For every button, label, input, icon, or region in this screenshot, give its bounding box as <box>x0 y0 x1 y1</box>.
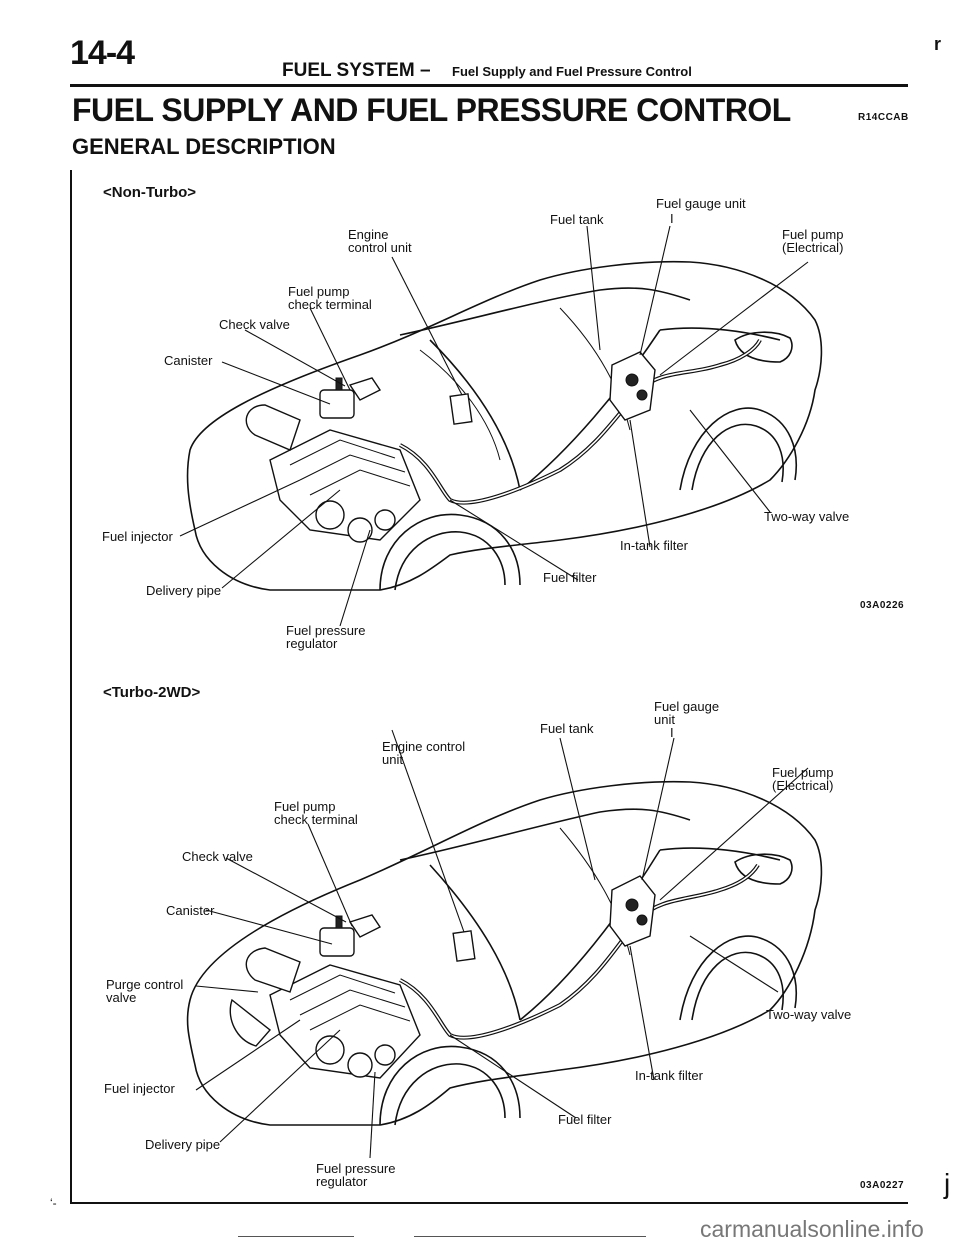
label-fuel-filter: Fuel filter <box>558 1112 612 1127</box>
label-fuel-pressure-regulator: Fuel pressure regulator <box>286 623 366 651</box>
footer-left-mark: ‘- <box>50 1196 57 1210</box>
page-title: FUEL SUPPLY AND FUEL PRESSURE CONTROL <box>72 92 791 128</box>
label-fuel-pump-electrical: Fuel pump (Electrical) <box>772 765 834 793</box>
label-check-valve: Check valve <box>219 317 290 332</box>
label-fuel-pump-check-terminal: Fuel pump check terminal <box>274 799 358 827</box>
variant-label-turbo-2wd: <Turbo-2WD> <box>103 684 201 701</box>
label-two-way-valve: Two-way valve <box>764 509 850 524</box>
label-canister: Canister <box>164 353 213 368</box>
watermark[interactable]: carmanualsonline.info <box>700 1216 924 1242</box>
label-fuel-pump-electrical: Fuel pump (Electrical) <box>782 227 844 255</box>
label-in-tank-filter: In-tank filter <box>620 538 688 553</box>
label-canister: Canister <box>166 903 215 918</box>
label-in-tank-filter: In-tank filter <box>635 1068 703 1083</box>
label-fuel-tank: Fuel tank <box>540 721 594 736</box>
corner-mark: r <box>934 34 942 54</box>
non-turbo-diagram <box>179 225 823 627</box>
label-fuel-gauge-unit: Fuel gauge unit <box>656 196 746 211</box>
section-title: FUEL SYSTEM – <box>282 60 431 81</box>
label-delivery-pipe: Delivery pipe <box>146 583 222 598</box>
variant-label-non-turbo: <Non-Turbo> <box>103 184 197 201</box>
label-fuel-pump-check-terminal: Fuel pump check terminal <box>288 284 372 312</box>
figure-code: 03A0226 <box>860 600 905 611</box>
label-engine-control-unit: Engine control unit <box>348 227 412 255</box>
label-check-valve: Check valve <box>182 849 253 864</box>
label-fuel-tank: Fuel tank <box>550 212 604 227</box>
label-two-way-valve: Two-way valve <box>766 1007 852 1022</box>
label-engine-control-unit: Engine control unit <box>382 739 466 767</box>
footer-end-mark: j <box>944 1168 951 1199</box>
label-fuel-injector: Fuel injector <box>104 1081 175 1096</box>
header-rule <box>70 84 908 87</box>
footer-line-left <box>238 1236 354 1237</box>
label-fuel-injector: Fuel injector <box>102 529 173 544</box>
footer-rule <box>70 1202 908 1204</box>
label-delivery-pipe: Delivery pipe <box>145 1137 221 1152</box>
label-fuel-gauge-unit: Fuel gauge unit <box>654 699 720 727</box>
label-gauge-tick: I <box>670 725 674 740</box>
section-heading: GENERAL DESCRIPTION <box>72 134 336 159</box>
label-gauge-tick: I <box>670 211 674 226</box>
margin-rule <box>70 170 72 1202</box>
section-subtitle: Fuel Supply and Fuel Pressure Control <box>452 64 692 79</box>
label-fuel-pressure-regulator: Fuel pressure regulator <box>316 1161 396 1189</box>
label-fuel-filter: Fuel filter <box>543 570 597 585</box>
turbo-2wd-diagram <box>186 729 823 1159</box>
footer-line-right <box>414 1236 646 1237</box>
figure-code: 03A0227 <box>860 1180 905 1191</box>
title-code: R14CCAB <box>858 112 909 123</box>
label-purge-control-valve: Purge control valve <box>106 977 184 1005</box>
page-number: 14-4 <box>70 34 135 72</box>
